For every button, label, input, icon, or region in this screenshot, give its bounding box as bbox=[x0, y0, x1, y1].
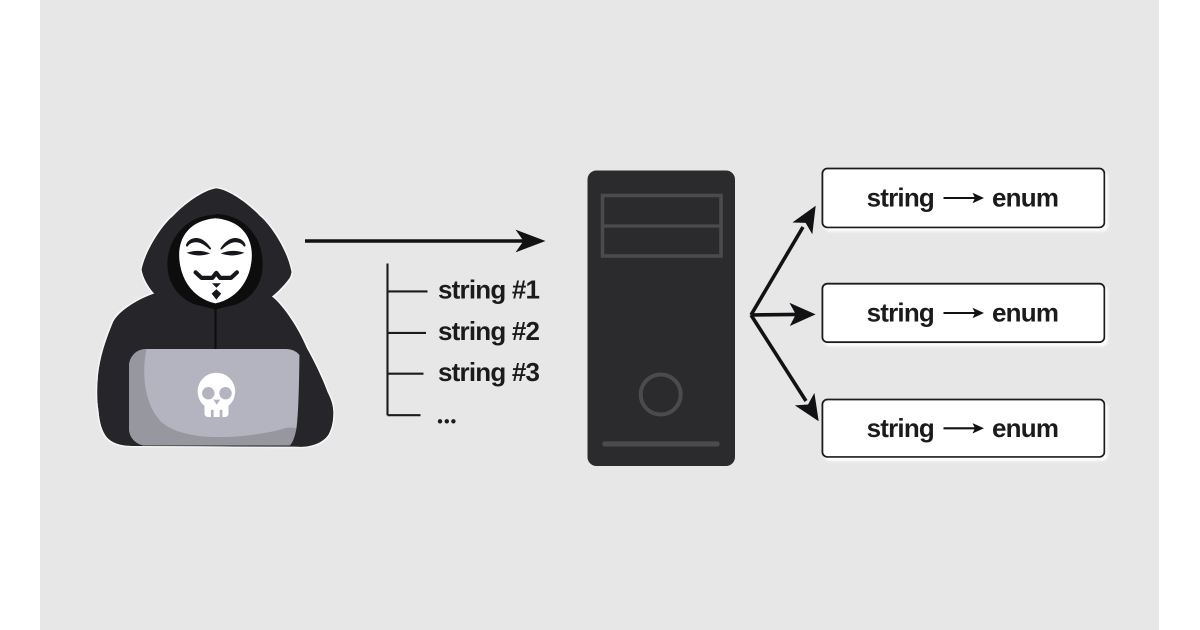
svg-text:string #3: string #3 bbox=[438, 357, 540, 387]
svg-text:string #1: string #1 bbox=[438, 274, 540, 304]
svg-text:enum: enum bbox=[992, 413, 1058, 443]
svg-text:enum: enum bbox=[992, 298, 1058, 328]
svg-text:string: string bbox=[867, 413, 934, 443]
svg-text:string #2: string #2 bbox=[438, 316, 540, 346]
svg-text:enum: enum bbox=[992, 183, 1058, 213]
svg-text:string: string bbox=[867, 298, 934, 328]
svg-text:string: string bbox=[867, 183, 934, 213]
